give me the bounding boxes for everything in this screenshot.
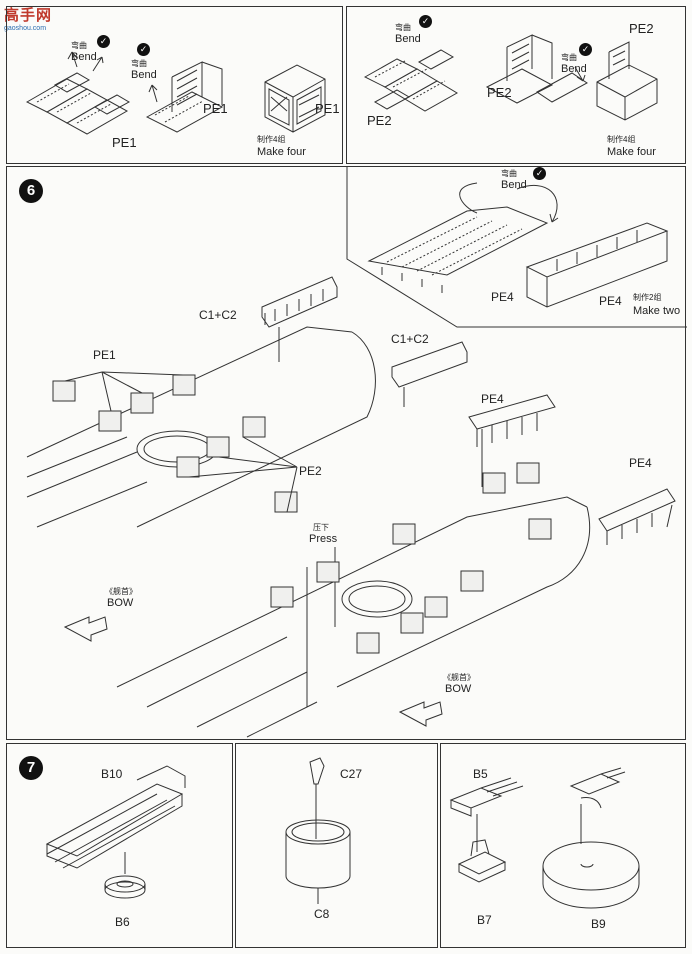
cylinder-drawing — [285, 757, 351, 904]
step7-panel-b: C27 C8 — [235, 743, 438, 948]
label-pe2: PE2 — [299, 464, 322, 478]
count-label: Make four — [257, 146, 306, 158]
step7-panel-c: B5 B7 B9 — [440, 743, 686, 948]
part-label-pe2-b: PE2 — [487, 85, 512, 100]
part-label-pe2-a: PE2 — [367, 113, 392, 128]
part-label-pe2-c: PE2 — [629, 21, 654, 36]
label-c1c2-left: C1+C2 — [199, 308, 237, 322]
label-c8: C8 — [314, 907, 330, 921]
bend-label: Bend — [395, 33, 421, 45]
step6-panel: 6 — [6, 166, 687, 740]
label-bow-left: BOW — [107, 597, 134, 609]
label-b9: B9 — [591, 917, 606, 931]
mount-drawing — [449, 767, 640, 909]
step5-left-panel: ✓ 弯曲 Bend ✓ 弯曲 Bend PE1 PE1 PE1 制作4组 Mak… — [6, 6, 343, 164]
label-b6: B6 — [115, 915, 130, 929]
step5-right-panel: ✓ 弯曲 Bend ✓ 弯曲 Bend PE2 PE2 PE2 制作4组 Mak… — [346, 6, 686, 164]
label-bow-cn-right: 《舰首》 — [443, 673, 475, 682]
label-pe4-right: PE4 — [629, 456, 652, 470]
bend2-check-icon: ✓ — [579, 43, 592, 56]
step-number-6: 6 — [19, 179, 43, 203]
label-pe4-top: PE4 — [481, 392, 504, 406]
label-c27: C27 — [340, 767, 363, 781]
inset-bend-label: Bend — [501, 179, 527, 191]
inset-count: Make two — [633, 305, 681, 317]
bend2-check-icon: ✓ — [137, 43, 150, 56]
step7-panel-a: 7 B10 B6 — [6, 743, 233, 948]
bend2-label: Bend — [561, 63, 587, 75]
bend2-label-cn: 弯曲 — [561, 53, 577, 62]
count-label-cn: 制作4组 — [257, 135, 286, 144]
part-label-pe1-a: PE1 — [112, 135, 137, 150]
part-label-pe1-c: PE1 — [315, 101, 340, 116]
label-bow-right: BOW — [445, 683, 472, 695]
watermark-logo: 高手网 gaoshou.com — [4, 4, 52, 32]
bend2-label-cn: 弯曲 — [131, 59, 147, 68]
count-label: Make four — [607, 146, 656, 158]
inset-part-pe4-b: PE4 — [599, 294, 622, 308]
label-b10: B10 — [101, 767, 123, 781]
label-b7: B7 — [477, 913, 492, 927]
part-label-pe1-b: PE1 — [203, 101, 228, 116]
pe2-fold-drawing — [363, 34, 658, 121]
triple-gun-drawing — [45, 765, 186, 899]
bend-check-icon: ✓ — [419, 15, 432, 28]
label-press: Press — [309, 533, 338, 545]
inset-count-cn: 制作2组 — [633, 293, 662, 302]
bend-label-cn: 弯曲 — [395, 23, 411, 32]
bend-label-cn: 弯曲 — [71, 41, 87, 50]
count-label-cn: 制作4组 — [607, 135, 636, 144]
inset-bend-label-cn: 弯曲 — [501, 169, 517, 178]
hull-assembly-drawing — [26, 167, 687, 738]
label-bow-cn-left: 《舰首》 — [105, 587, 137, 596]
bend-check-icon: ✓ — [97, 35, 110, 48]
step-number-7: 7 — [19, 756, 43, 780]
label-pe1: PE1 — [93, 348, 116, 362]
inset-part-pe4-a: PE4 — [491, 290, 514, 304]
watermark-text: 高手网 — [4, 7, 53, 24]
label-b5: B5 — [473, 767, 488, 781]
watermark-sub: gaoshou.com — [4, 25, 47, 32]
bend2-label: Bend — [131, 69, 157, 81]
label-c1c2-right: C1+C2 — [391, 332, 429, 346]
inset-bend-check-icon: ✓ — [533, 167, 546, 180]
pe1-fold-drawing — [25, 51, 326, 135]
label-press-cn: 压下 — [313, 523, 329, 532]
bend-label: Bend — [71, 51, 97, 63]
